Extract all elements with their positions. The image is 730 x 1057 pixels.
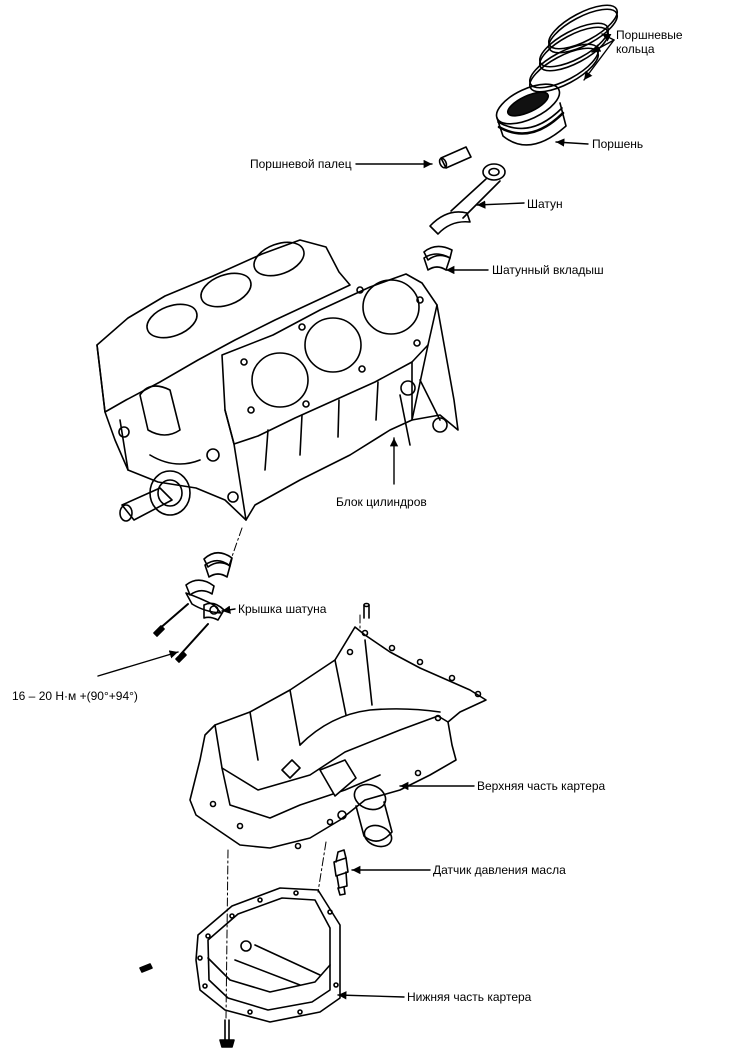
assembly-center-lines [225, 527, 361, 1019]
rod-bearing-icon [423, 245, 453, 271]
label-lower-oil-pan: Нижняя часть картера [407, 990, 532, 1004]
piston-pin-icon [438, 146, 472, 169]
rod-cap-icon [153, 551, 233, 663]
label-piston-rings-2: кольца [616, 42, 655, 56]
upper-oil-pan-icon [189, 626, 487, 850]
label-cylinder-block: Блок цилиндров [336, 495, 427, 509]
oil-pressure-sensor-icon [333, 849, 349, 896]
label-rod-bearing: Шатунный вкладыш [492, 263, 604, 277]
piston-rings-icon [529, 4, 618, 93]
label-torque-spec: 16 – 20 Н·м +(90°+94°) [12, 689, 138, 703]
leader-lines [97, 33, 615, 1000]
connecting-rod-icon [429, 163, 506, 235]
piston-icon [495, 83, 567, 146]
label-piston-pin: Поршневой палец [250, 157, 352, 171]
cylinder-block-icon [96, 239, 459, 522]
label-piston: Поршень [592, 137, 643, 151]
label-oil-pressure-sensor: Датчик давления масла [433, 863, 566, 877]
lower-oil-pan-icon [139, 887, 341, 1048]
label-upper-oil-pan: Верхняя часть картера [477, 779, 605, 793]
label-rod-cap: Крышка шатуна [238, 602, 327, 616]
label-connecting-rod: Шатун [527, 197, 563, 211]
dowel-pin-icon [363, 604, 370, 619]
label-piston-rings-1: Поршневые [616, 28, 683, 42]
